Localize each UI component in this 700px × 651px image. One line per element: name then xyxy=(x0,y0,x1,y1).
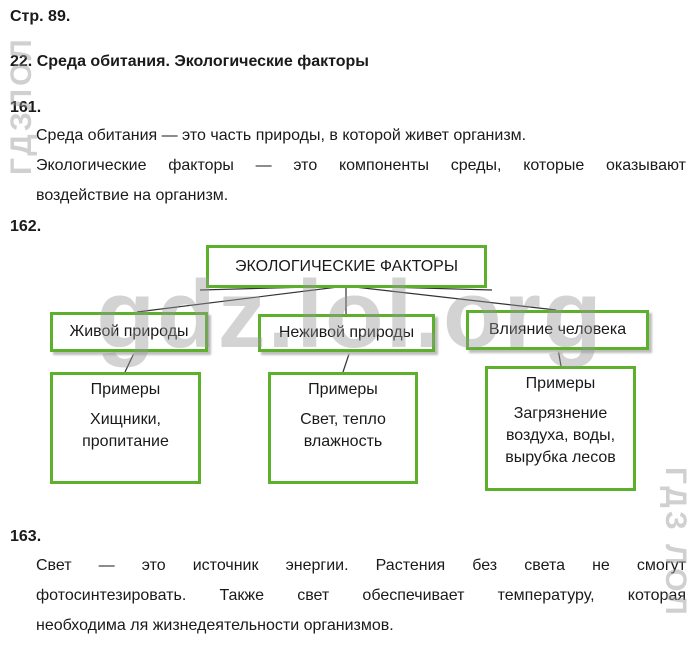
page-label: Стр. 89. xyxy=(10,8,71,25)
connector-root-living xyxy=(136,285,347,313)
examples-box-living: Примеры Хищники, пропитание xyxy=(50,372,201,484)
task-163-text: Свет — это источник энергии. Растения бе… xyxy=(36,551,686,641)
category-label-nonliving: Неживой природы xyxy=(278,324,415,341)
category-label-living: Живой природы xyxy=(69,323,189,340)
task-161-number: 161. xyxy=(10,99,42,116)
diagram-root-label: ЭКОЛОГИЧЕСКИЕ ФАКТОРЫ xyxy=(235,258,458,275)
task-161-line-3: воздействие на организм. xyxy=(36,187,229,204)
category-box-human: Влияние человека xyxy=(466,310,649,350)
task-162-number: 162. xyxy=(10,218,42,235)
examples-box-human: Примеры Загрязнение воздуха, воды, выруб… xyxy=(485,366,636,491)
task-161-line-2: Экологические факторы — это компоненты с… xyxy=(36,157,686,174)
diagram-root-box: ЭКОЛОГИЧЕСКИЕ ФАКТОРЫ xyxy=(206,245,487,288)
examples-box-nonliving: Примеры Свет, тепло влажность xyxy=(268,372,418,484)
examples-text-living: Хищники, пропитание xyxy=(82,411,169,450)
examples-title-nonliving: Примеры xyxy=(308,381,378,398)
connector-nonliving-examples xyxy=(342,350,351,373)
task-163-line-3: необходима ля жизнедеятельности организм… xyxy=(36,617,394,634)
task-161-line-1: Среда обитания — это часть природы, в ко… xyxy=(36,127,527,144)
category-box-nonliving: Неживой природы xyxy=(258,314,435,352)
task-163-line-2: фотосинтезировать. Также свет обеспечива… xyxy=(36,587,686,604)
connector-living-examples xyxy=(124,350,136,373)
task-163-line-1: Свет — это источник энергии. Растения бе… xyxy=(36,557,686,574)
examples-text-nonliving: Свет, тепло влажность xyxy=(300,411,386,450)
examples-title-living: Примеры xyxy=(90,381,161,398)
connector-root-human xyxy=(345,285,557,311)
section-title: 22. Среда обитания. Экологические фактор… xyxy=(10,53,369,70)
category-box-living: Живой природы xyxy=(50,312,208,352)
category-label-human: Влияние человека xyxy=(488,321,627,338)
examples-title-human: Примеры xyxy=(525,375,596,392)
connector-human-examples xyxy=(557,348,562,367)
examples-text-human: Загрязнение воздуха, воды, вырубка лесов xyxy=(505,405,616,466)
task-161-text: Среда обитания — это часть природы, в ко… xyxy=(36,121,686,211)
task-163-number: 163. xyxy=(10,528,42,545)
